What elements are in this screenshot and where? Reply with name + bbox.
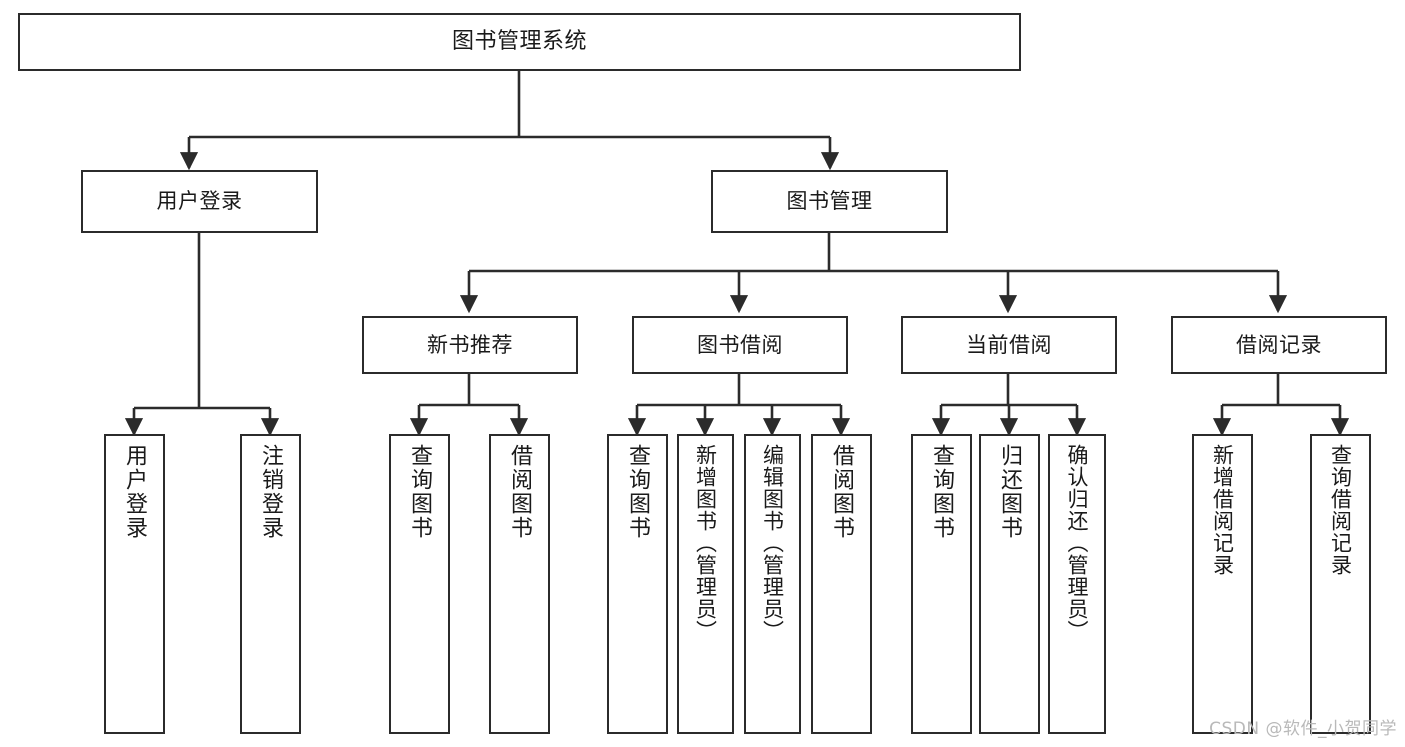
node-leaf-confirm-return[interactable]: 确认归还（管理员）: [1048, 434, 1106, 734]
node-leaf-borrow-book-1[interactable]: 借阅图书: [489, 434, 550, 734]
node-label: 借阅图书: [829, 444, 855, 540]
node-user-login[interactable]: 用户登录: [81, 170, 318, 233]
node-leaf-query-book-1[interactable]: 查询图书: [389, 434, 450, 734]
node-leaf-borrow-book-2[interactable]: 借阅图书: [811, 434, 872, 734]
node-label: 编辑图书（管理员）: [760, 444, 785, 642]
node-label: 查询图书: [929, 444, 955, 540]
node-leaf-add-borrow-record[interactable]: 新增借阅记录: [1192, 434, 1253, 734]
node-label: 新书推荐: [427, 332, 513, 357]
node-leaf-query-borrow-record[interactable]: 查询借阅记录: [1310, 434, 1371, 734]
node-leaf-edit-book[interactable]: 编辑图书（管理员）: [744, 434, 801, 734]
node-book-manage[interactable]: 图书管理: [711, 170, 948, 233]
node-label: 新增借阅记录: [1210, 444, 1235, 576]
node-label: 当前借阅: [966, 332, 1052, 357]
node-label: 查询图书: [407, 444, 433, 540]
node-leaf-query-book-2[interactable]: 查询图书: [607, 434, 668, 734]
node-label: 用户登录: [156, 189, 243, 214]
node-leaf-query-book-3[interactable]: 查询图书: [911, 434, 972, 734]
node-label: 确认归还（管理员）: [1065, 444, 1090, 642]
node-label: 注销登录: [258, 444, 284, 540]
node-label: 查询借阅记录: [1328, 444, 1353, 576]
node-label: 借阅图书: [507, 444, 533, 540]
node-label: 图书管理: [786, 189, 873, 214]
node-borrow-record[interactable]: 借阅记录: [1171, 316, 1387, 374]
node-label: 查询图书: [625, 444, 651, 540]
node-leaf-user-login[interactable]: 用户登录: [104, 434, 165, 734]
csdn-watermark: CSDN @软件_小贺同学: [1209, 719, 1397, 739]
node-label: 归还图书: [997, 444, 1023, 540]
node-leaf-return-book[interactable]: 归还图书: [979, 434, 1040, 734]
node-leaf-logout-login[interactable]: 注销登录: [240, 434, 301, 734]
node-new-book-recommend[interactable]: 新书推荐: [362, 316, 578, 374]
node-current-borrow[interactable]: 当前借阅: [901, 316, 1117, 374]
node-root-book-management-system[interactable]: 图书管理系统: [18, 13, 1021, 71]
node-label: 用户登录: [122, 444, 148, 540]
node-label: 图书借阅: [697, 332, 783, 357]
node-label: 新增图书（管理员）: [693, 444, 718, 642]
node-leaf-add-book[interactable]: 新增图书（管理员）: [677, 434, 734, 734]
node-label: 图书管理系统: [451, 29, 587, 55]
node-book-borrow[interactable]: 图书借阅: [632, 316, 848, 374]
node-label: 借阅记录: [1236, 332, 1322, 357]
